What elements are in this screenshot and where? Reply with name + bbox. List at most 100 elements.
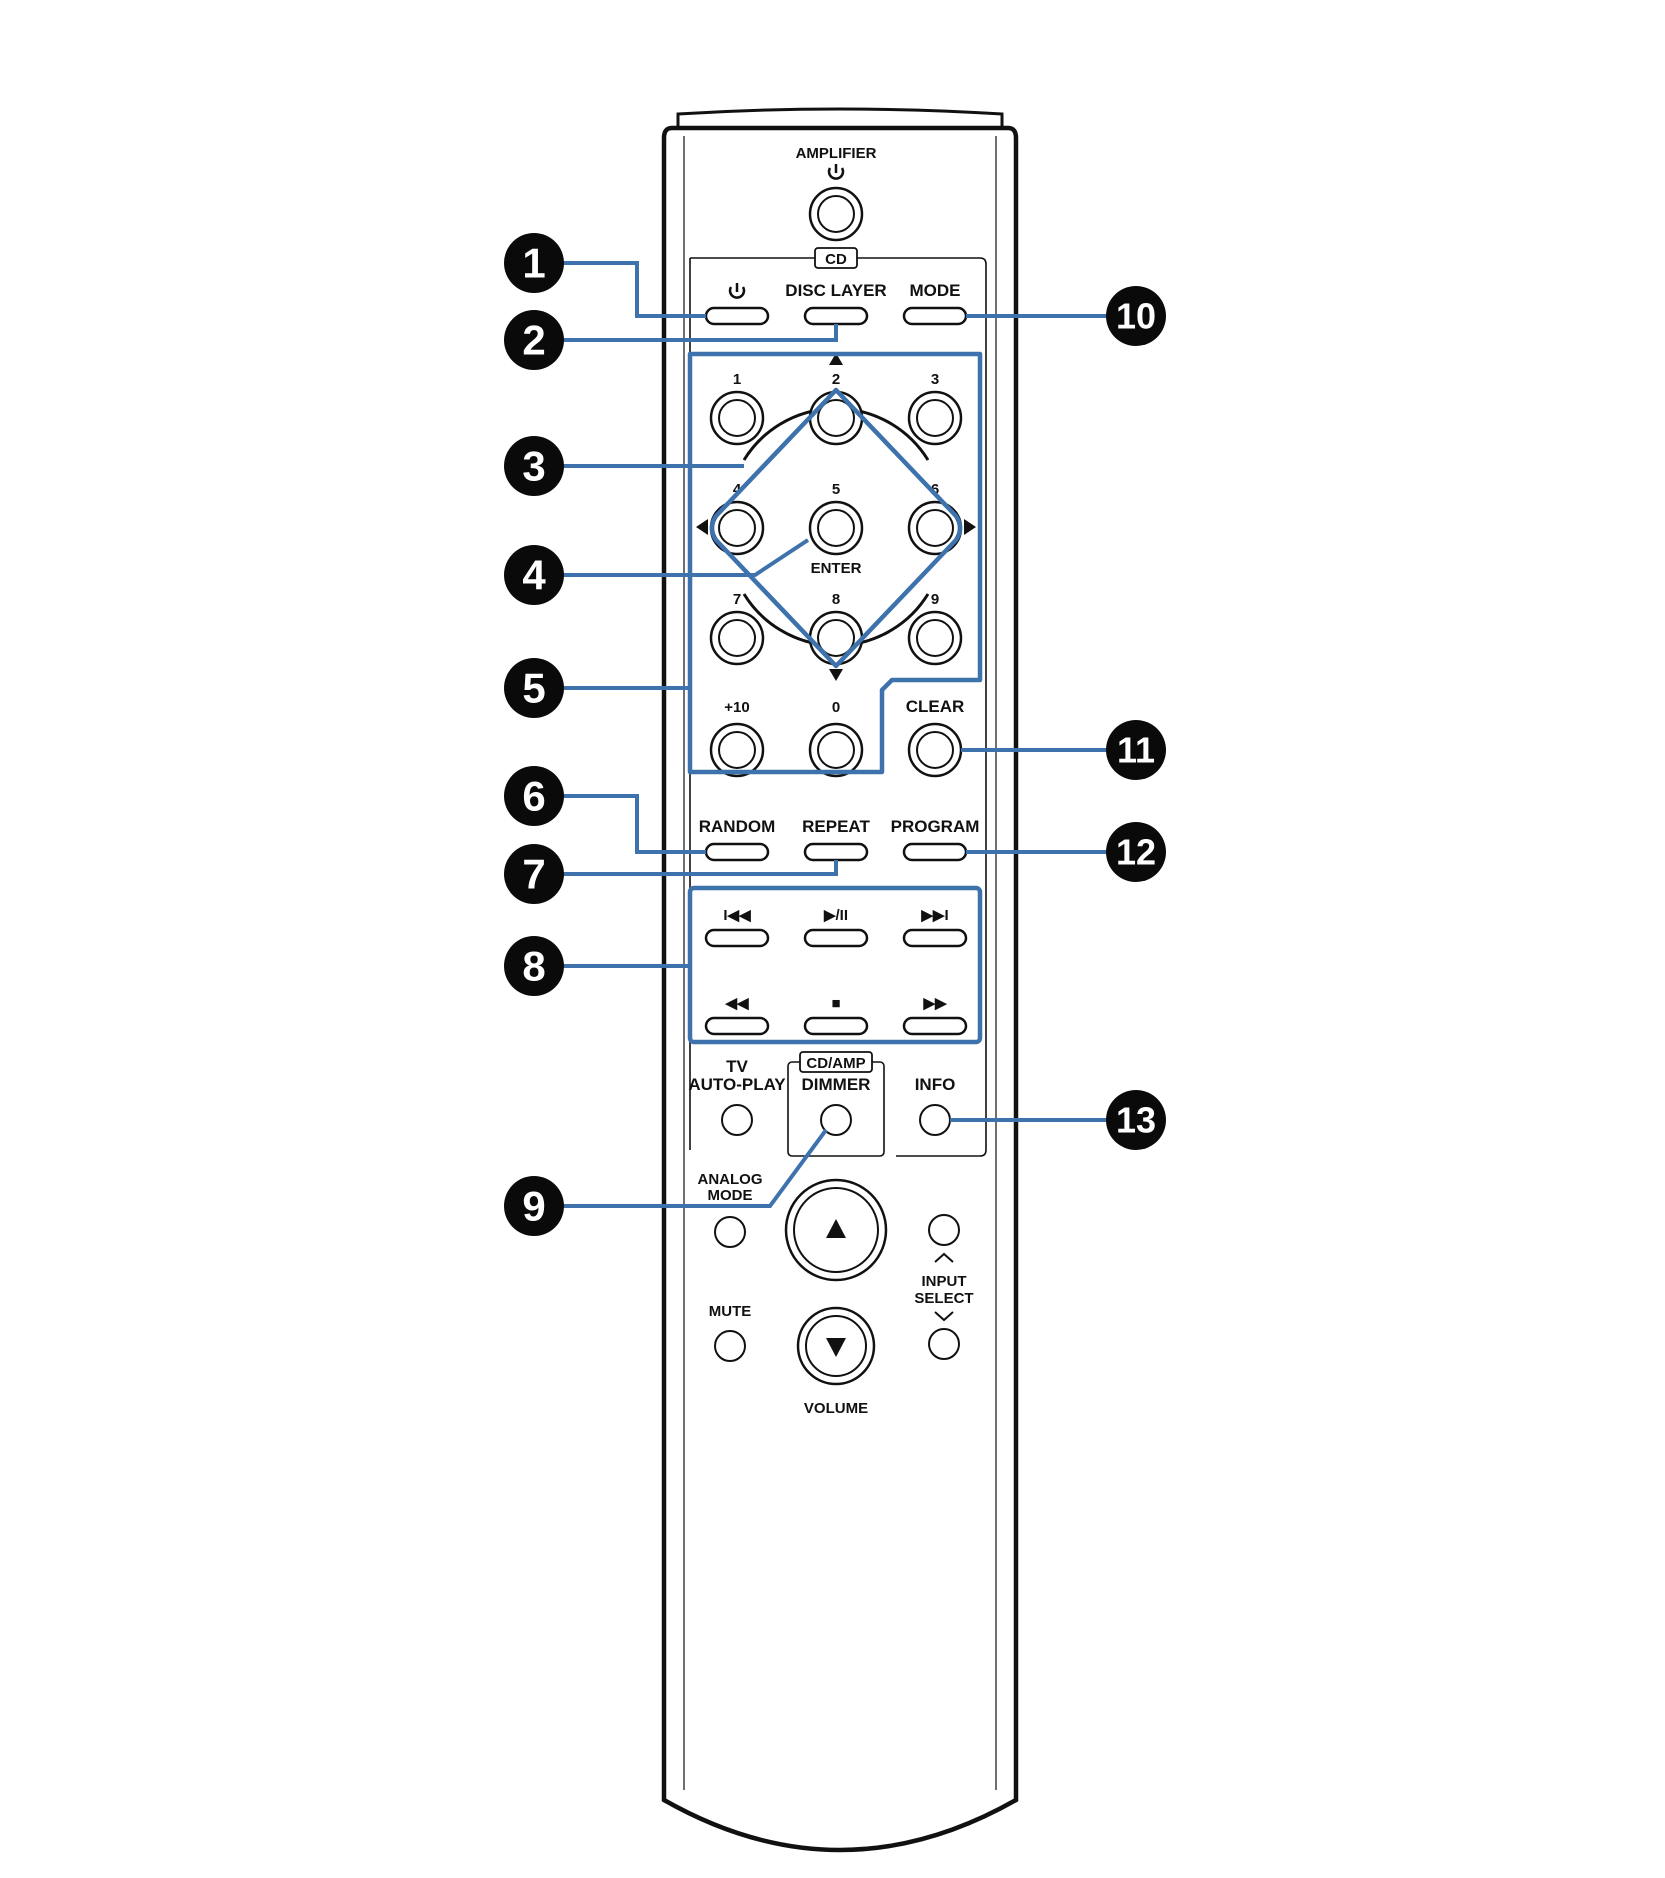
numkey-label: 4 [733,481,742,498]
amplifier-power-group: AMPLIFIER [796,145,877,242]
numkey-label: 9 [931,591,939,608]
play-pause-icon: ▶/II [823,907,848,924]
fast-forward-button[interactable] [902,1016,968,1036]
callout-number: 6 [522,773,545,820]
volume-up-button[interactable] [784,1178,888,1282]
info-label: INFO [915,1075,956,1094]
rewind-button[interactable] [704,1016,770,1036]
dimmer-button[interactable] [820,1104,852,1136]
numkey-8-button[interactable] [808,610,864,666]
numkey-7-button[interactable] [709,610,765,666]
callout-number: 11 [1117,730,1155,771]
callout-number: 7 [522,851,545,898]
numpad-highlight [687,351,983,775]
cd-power-button[interactable] [704,306,770,326]
repeat-label: REPEAT [802,817,870,836]
numkey-label: 0 [832,699,840,716]
numkey-label: 6 [931,481,939,498]
callout-7: 7 [504,844,564,904]
stop-button[interactable] [803,1016,869,1036]
numkey-label: 8 [832,591,840,608]
callout-8: 8 [504,936,564,996]
input-select-down-button[interactable] [928,1328,960,1360]
skip-forward-button[interactable] [902,928,968,948]
random-label: RANDOM [699,817,776,836]
callout-1: 1 [504,233,564,293]
numpad: 1 2 3 4 5 ENTER 6 7 8 9 +10 0 CLEAR [696,353,976,778]
up-arrow-icon [829,353,843,365]
cd-tag: CD [825,251,847,268]
remote-body [661,107,1019,1853]
caret-down-icon [934,1311,954,1322]
callout-number: 2 [522,317,545,364]
callout-number: 5 [522,665,545,712]
numkey-label: 5 [832,481,840,498]
input-select-up-button[interactable] [928,1214,960,1246]
left-arrow-icon [696,519,708,535]
info-button[interactable] [919,1104,951,1136]
numkey-plus10-button[interactable] [709,722,765,778]
cd-power-icon [728,283,746,299]
tv-auto-play-button[interactable] [721,1104,753,1136]
highlight-frames [687,351,983,1045]
callout-3: 3 [504,436,564,496]
callout-4: 4 [504,545,564,605]
random-button[interactable] [704,842,770,862]
volume-label: VOLUME [804,1400,868,1417]
callout-lines [562,261,1108,1208]
numkey-6-button[interactable] [907,500,963,556]
callout-number: 13 [1116,1100,1156,1141]
analog-label: ANALOG [698,1171,763,1188]
program-button[interactable] [902,842,968,862]
numkey-9-button[interactable] [907,610,963,666]
callout-2: 2 [504,310,564,370]
amplifier-label: AMPLIFIER [796,145,877,162]
amplifier-power-button[interactable] [808,186,864,242]
numkey-4-button[interactable] [709,500,765,556]
repeat-button[interactable] [803,842,869,862]
caret-up-icon [934,1252,954,1263]
callout-6: 6 [504,766,564,826]
cursor-highlight [709,387,963,669]
play-pause-button[interactable] [803,928,869,948]
numkey-1-button[interactable] [709,390,765,446]
numkey-0-button[interactable] [808,722,864,778]
skip-back-icon: I◀◀ [723,907,751,924]
cd-amp-tag: CD/AMP [806,1055,865,1072]
numkey-2-button[interactable] [808,390,864,446]
mode-button[interactable] [902,306,968,326]
callout-number: 8 [522,943,545,990]
down-arrow-icon [829,669,843,681]
clear-button[interactable] [907,722,963,778]
numkey-label: 7 [733,591,741,608]
row1: DISC LAYER MODE [704,281,968,326]
power-icon [827,164,845,180]
skip-back-button[interactable] [704,928,770,948]
analog-mode-button[interactable] [714,1216,746,1248]
volume-down-icon [826,1338,846,1357]
mute-button[interactable] [714,1330,746,1362]
numkey-3-button[interactable] [907,390,963,446]
clear-label: CLEAR [906,697,965,716]
numkey-label: +10 [724,699,749,716]
rewind-icon: ◀◀ [724,995,749,1012]
callout-number: 12 [1116,832,1156,873]
fast-forward-icon: ▶▶ [922,995,948,1012]
mode-label: MODE [910,281,961,300]
volume-down-button[interactable] [796,1306,876,1386]
callout-11: 11 [1106,720,1166,780]
dimmer-label: DIMMER [802,1075,871,1094]
callout-number: 4 [522,552,546,599]
callout-number: 10 [1116,296,1156,337]
callout-badges: 1 2 3 4 5 6 7 8 9 10 11 12 13 [504,233,1166,1236]
disc-layer-button[interactable] [803,306,869,326]
callout-number: 9 [522,1183,545,1230]
numkey-5-enter-button[interactable] [808,500,864,556]
stop-icon: ■ [831,995,840,1012]
volume-up-icon [826,1219,846,1238]
lower-controls: TV AUTO-PLAY CD/AMP DIMMER INFO ANALOG M… [688,1051,974,1417]
right-arrow-icon [964,519,976,535]
transport-keys: I◀◀ ▶/II ▶▶I ◀◀ ■ ▶▶ [704,907,968,1036]
select-label: SELECT [914,1290,973,1307]
